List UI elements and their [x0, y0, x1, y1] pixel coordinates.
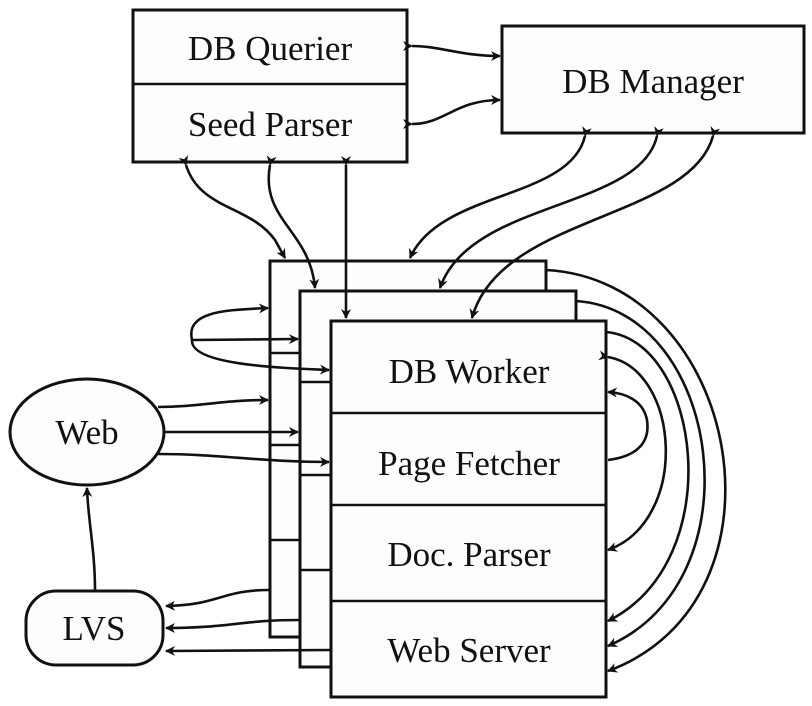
edge-stack-mid-lvs — [165, 618, 301, 633]
edge-worker-docparser — [598, 350, 668, 552]
edge-loop-stack-back — [190, 303, 269, 341]
edge-stack-back-webserver — [545, 268, 727, 673]
edge-fetcher-worker — [607, 387, 649, 462]
edge-stack-front-webserver — [605, 330, 690, 623]
edge-stack-back-lvs — [165, 588, 271, 611]
edge-stack-front-lvs — [165, 645, 332, 656]
edge-lvs-web — [82, 487, 97, 591]
edge-parser-stack-back — [178, 154, 287, 259]
edge-web-stack-front — [157, 452, 330, 467]
querier-parser-box: DB Querier Seed Parser — [131, 8, 409, 164]
edge-manager-stack-back — [408, 126, 592, 259]
web-server-label: Web Server — [387, 631, 551, 670]
edge-parser-manager — [402, 95, 501, 130]
edge-loop-stack-mid — [191, 334, 299, 345]
edges — [82, 40, 727, 673]
edge-querier-manager — [402, 40, 501, 61]
doc-parser-label: Doc. Parser — [387, 535, 551, 574]
web-label: Web — [55, 413, 118, 452]
seed-parser-label: Seed Parser — [188, 105, 353, 144]
page-fetcher-label: Page Fetcher — [378, 444, 560, 483]
lvs-node: LVS — [24, 589, 165, 667]
edge-web-stack-back — [157, 395, 269, 409]
edge-stack-mid-webserver — [575, 299, 706, 648]
worker-stack-front: DB Worker Page Fetcher Doc. Parser Web S… — [329, 319, 608, 699]
edge-manager-stack-front — [469, 125, 721, 319]
db-manager-box: DB Manager — [500, 24, 806, 135]
db-querier-label: DB Querier — [188, 29, 353, 68]
web-node: Web — [8, 377, 166, 487]
edge-loop-stack-front — [190, 339, 330, 375]
db-manager-label: DB Manager — [562, 62, 744, 101]
edge-parser-stack-mid — [266, 155, 320, 289]
db-worker-label: DB Worker — [389, 352, 550, 391]
lvs-label: LVS — [63, 609, 126, 648]
